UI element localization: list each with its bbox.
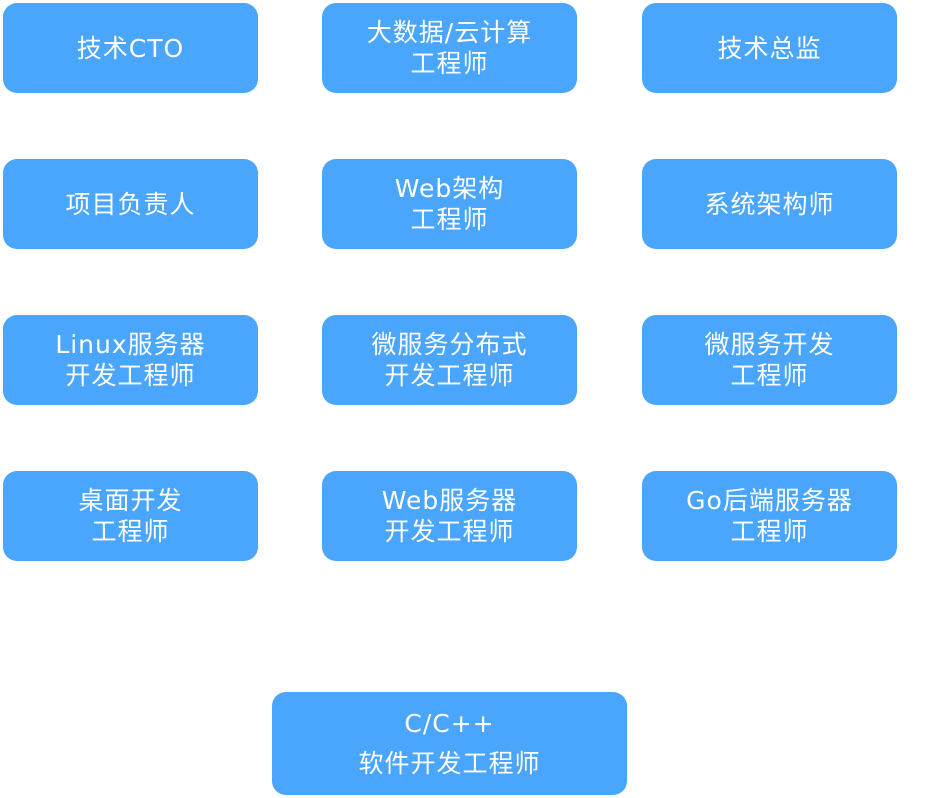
role-label: 技术CTO — [76, 33, 185, 63]
role-label: 软件开发工程师 — [358, 748, 541, 778]
role-label: C/C++ — [404, 708, 495, 738]
role-label: 工程师 — [410, 205, 489, 234]
role-card-tech-director: 技术总监 — [642, 3, 897, 93]
role-label: 项目负责人 — [65, 189, 196, 219]
role-label: 工程师 — [91, 517, 170, 546]
role-card-cpp-software-dev: C/C++ 软件开发工程师 — [272, 692, 627, 795]
role-card-microservice-dev: 微服务开发 工程师 — [642, 315, 897, 405]
role-card-system-architect: 系统架构师 — [642, 159, 897, 249]
role-label: 开发工程师 — [384, 517, 515, 546]
role-label: 微服务分布式 — [371, 330, 528, 359]
role-label: 桌面开发 — [78, 486, 183, 515]
role-label: 大数据/云计算 — [366, 18, 533, 47]
role-card-linux-server-dev: Linux服务器 开发工程师 — [3, 315, 258, 405]
role-card-bigdata-cloud-engineer: 大数据/云计算 工程师 — [322, 3, 577, 93]
role-card-desktop-dev: 桌面开发 工程师 — [3, 471, 258, 561]
role-label: Linux服务器 — [55, 330, 206, 359]
role-label: 微服务开发 — [704, 330, 835, 359]
role-label: 工程师 — [730, 517, 809, 546]
role-label: 开发工程师 — [384, 361, 515, 390]
role-label: Web服务器 — [381, 486, 518, 515]
role-label: 开发工程师 — [65, 361, 196, 390]
role-card-microservice-distributed-dev: 微服务分布式 开发工程师 — [322, 315, 577, 405]
role-label: 工程师 — [730, 361, 809, 390]
role-card-web-server-dev: Web服务器 开发工程师 — [322, 471, 577, 561]
role-card-web-architect: Web架构 工程师 — [322, 159, 577, 249]
role-label: Go后端服务器 — [686, 486, 853, 515]
role-label: 工程师 — [410, 49, 489, 78]
role-label: Web架构 — [394, 174, 505, 203]
role-card-go-backend-engineer: Go后端服务器 工程师 — [642, 471, 897, 561]
role-card-project-lead: 项目负责人 — [3, 159, 258, 249]
role-label: 技术总监 — [717, 33, 822, 63]
role-card-tech-cto: 技术CTO — [3, 3, 258, 93]
role-label: 系统架构师 — [704, 189, 835, 219]
